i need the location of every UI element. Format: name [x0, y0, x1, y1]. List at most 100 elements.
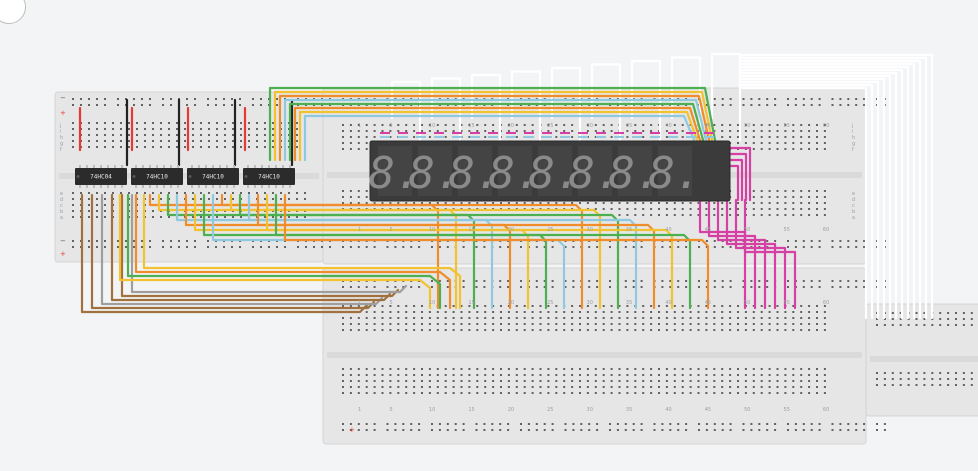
row-letter: e [60, 191, 63, 197]
column-number: 20 [508, 300, 514, 306]
right-wire[interactable] [738, 86, 868, 320]
seven-segment-display[interactable]: 8.8.8.8.8.8.8.8. [369, 140, 731, 202]
rail-minus-symbol: − [60, 94, 66, 102]
signal-wire[interactable] [238, 193, 620, 310]
column-number: 50 [744, 123, 750, 129]
ic-chip-74hc10[interactable]: 74HC10 [187, 165, 239, 188]
row-letter: i [852, 129, 853, 135]
column-number: 5 [390, 300, 393, 306]
bus-wire[interactable] [298, 110, 699, 162]
signal-wire[interactable] [283, 193, 710, 310]
signal-wire[interactable] [247, 193, 638, 310]
signal-wire[interactable] [229, 193, 602, 310]
row-letter: e [852, 191, 855, 197]
chip-label: 74HC10 [146, 174, 168, 181]
right-wire[interactable] [738, 80, 880, 320]
rail-plus-symbol: + [349, 426, 355, 434]
column-number: 25 [547, 300, 553, 306]
digit-segments: 8. [489, 148, 542, 199]
segment-wire[interactable] [743, 198, 797, 310]
digit: 8. [649, 146, 701, 199]
row-letter: a [852, 215, 855, 221]
column-number: 10 [429, 227, 435, 233]
bus-wire[interactable] [283, 98, 708, 162]
row-letter: h [60, 135, 63, 141]
right-wire[interactable] [738, 56, 928, 320]
segment-wire[interactable] [728, 164, 740, 202]
column-number: 10 [429, 300, 435, 306]
segment-wire[interactable] [728, 152, 748, 202]
digit-segments: 8. [569, 148, 622, 199]
bus-wire[interactable] [273, 90, 714, 162]
segment-wire[interactable] [734, 198, 787, 310]
signal-wire[interactable] [126, 193, 442, 310]
column-number: 5 [390, 407, 393, 413]
right-wire[interactable] [738, 62, 916, 320]
right-wire[interactable] [738, 71, 898, 320]
bottom-wire[interactable] [130, 193, 408, 294]
segment-wire[interactable] [707, 198, 757, 310]
signal-wire[interactable] [118, 193, 432, 310]
right-wire[interactable] [738, 59, 922, 320]
display-wire[interactable] [510, 70, 542, 142]
bus-wire[interactable] [278, 94, 711, 162]
right-wire[interactable] [738, 53, 934, 320]
bus-wire[interactable] [288, 102, 705, 162]
column-number: 25 [547, 227, 553, 233]
right-wire[interactable] [738, 74, 892, 320]
segment-wire[interactable] [716, 198, 767, 310]
column-number: 20 [508, 407, 514, 413]
wires[interactable] [78, 52, 934, 320]
ic-chip-74hc10[interactable]: 74HC10 [243, 165, 295, 188]
right-wire[interactable] [738, 83, 874, 320]
column-number: 50 [744, 227, 750, 233]
row-letter: j [851, 123, 853, 129]
segment-wire[interactable] [698, 198, 747, 310]
rail-plus-symbol: + [60, 109, 66, 117]
display-wire[interactable] [430, 77, 462, 142]
column-number: 45 [705, 407, 711, 413]
column-number: 55 [784, 123, 790, 129]
signal-wire[interactable] [265, 193, 674, 310]
column-number: 50 [744, 407, 750, 413]
row-letter: j [59, 123, 61, 129]
column-number: 35 [626, 123, 632, 129]
right-wire[interactable] [738, 65, 910, 320]
column-number: 15 [468, 227, 474, 233]
column-number: 45 [705, 300, 711, 306]
row-letter: c [852, 203, 855, 209]
signal-wire[interactable] [274, 193, 692, 310]
right-wire[interactable] [738, 68, 904, 320]
column-number: 40 [665, 227, 671, 233]
column-number: 30 [587, 300, 593, 306]
column-number: 55 [784, 407, 790, 413]
bus-wire[interactable] [303, 114, 696, 162]
row-letter: f [852, 147, 854, 153]
column-number: 20 [508, 123, 514, 129]
signal-wire[interactable] [220, 193, 584, 310]
right-wire[interactable] [738, 77, 886, 320]
row-letter: i [60, 129, 61, 135]
signal-wire[interactable] [256, 193, 656, 310]
signal-wire[interactable] [142, 193, 462, 310]
ic-chip-74hc10[interactable]: 74HC10 [131, 165, 183, 188]
row-letter: d [852, 197, 855, 203]
row-letter: g [60, 141, 63, 147]
digit-segments: 8. [609, 148, 662, 199]
signal-wire[interactable] [134, 193, 452, 310]
column-number: 35 [626, 407, 632, 413]
column-number: 5 [390, 227, 393, 233]
display-wire[interactable] [710, 52, 742, 142]
bus-wire[interactable] [268, 86, 717, 162]
center-channel [327, 352, 862, 358]
row-letter: b [60, 209, 63, 215]
digit-segments: 8. [409, 148, 462, 199]
ic-chip-74hc04[interactable]: 74HC04 [75, 165, 127, 188]
segment-wire[interactable] [725, 198, 777, 310]
segment-wire[interactable] [728, 158, 744, 202]
bus-wire[interactable] [293, 106, 702, 162]
segment-wire[interactable] [728, 146, 752, 202]
